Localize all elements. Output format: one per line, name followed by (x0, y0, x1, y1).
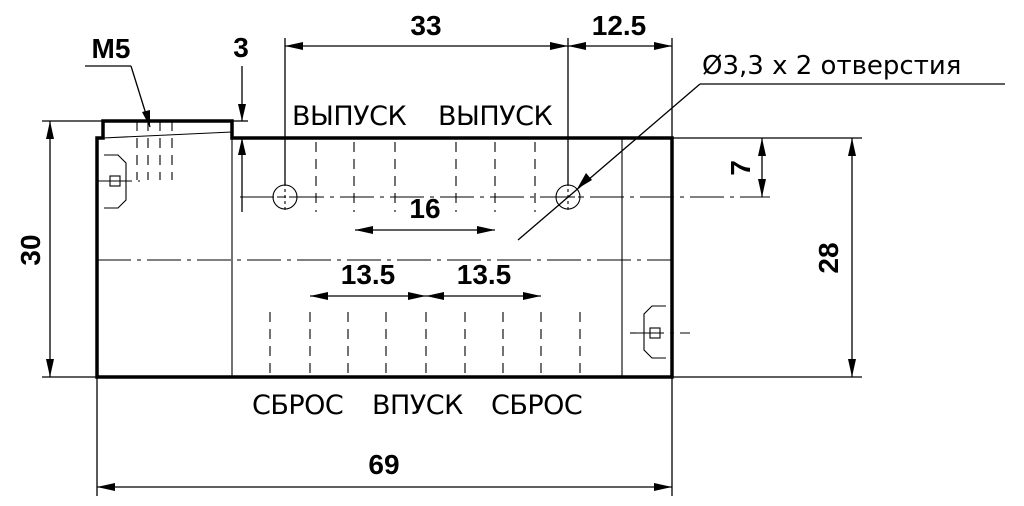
dim-13-5 (310, 292, 541, 300)
dim-69 (96, 377, 673, 496)
bottom-ports-hidden-lines (269, 312, 581, 374)
dim-69-label: 69 (368, 449, 399, 480)
top-ports-hidden-lines (315, 142, 536, 212)
dim-16 (355, 226, 495, 234)
dim-7 (672, 137, 862, 197)
m5-leader (85, 65, 151, 128)
port-label-outlet-right: ВЫПУСК (438, 101, 552, 132)
right-connector (630, 305, 690, 359)
dim-3 (232, 66, 258, 212)
body-outline (95, 119, 674, 379)
dim-33 (284, 38, 569, 185)
dim-13-5-right-label: 13.5 (457, 259, 512, 290)
left-connector (98, 154, 140, 209)
m5-label: M5 (92, 33, 131, 64)
port-label-exhaust-right: СБРОС (491, 390, 582, 421)
dim-28-label: 28 (813, 242, 844, 273)
dim-33-label: 33 (410, 10, 441, 41)
dim-3-label: 3 (233, 32, 249, 63)
dim-30 (42, 120, 103, 378)
dim-12-5 (568, 38, 673, 138)
port-label-inlet: ВПУСК (372, 390, 463, 421)
top-step-line (102, 131, 233, 139)
dim-7-label: 7 (725, 160, 756, 176)
dim-12-5-label: 12.5 (592, 10, 647, 41)
dim-28 (672, 138, 862, 378)
m5-port-hidden-lines (136, 121, 173, 180)
hole-note-leader (517, 83, 1005, 241)
dim-30-label: 30 (15, 234, 46, 265)
dim-13-5-left-label: 13.5 (341, 259, 396, 290)
port-label-outlet-left: ВЫПУСК (292, 101, 406, 132)
dim-16-label: 16 (409, 193, 440, 224)
hole-note-label: Ø3,3 x 2 отверстия (702, 51, 961, 81)
port-label-exhaust-left: СБРОС (252, 390, 343, 421)
